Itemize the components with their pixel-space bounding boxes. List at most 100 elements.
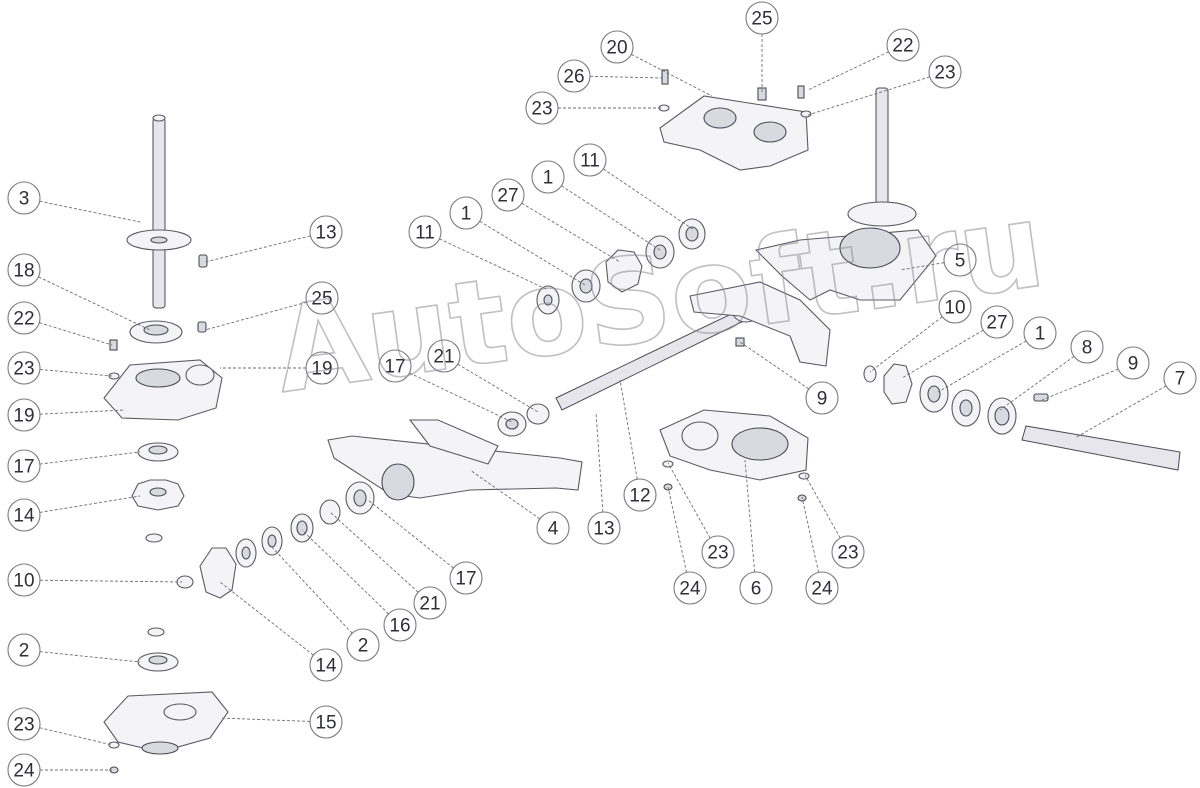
washer-11-b xyxy=(678,218,706,250)
callout-c11a: 11 xyxy=(408,215,442,249)
callout-number: 2 xyxy=(19,641,30,662)
callout-circle xyxy=(309,705,343,739)
callout-circle xyxy=(383,608,417,642)
callout-c2a: 2 xyxy=(7,633,41,667)
leader-line-c10a xyxy=(39,579,183,583)
callout-c3: 3 xyxy=(7,181,41,215)
leader-line-c14a xyxy=(39,495,141,513)
callout-circle xyxy=(7,633,41,667)
callout-circle xyxy=(378,349,412,383)
leader-line-c19a xyxy=(39,409,126,415)
callout-number: 24 xyxy=(679,579,701,600)
callout-number: 12 xyxy=(629,486,650,507)
callout-c23f: 23 xyxy=(831,535,865,569)
callout-circle xyxy=(701,535,735,569)
leader-line-c4 xyxy=(469,469,541,520)
callout-circle xyxy=(573,143,607,177)
callout-circle xyxy=(1163,361,1197,395)
callout-c24b: 24 xyxy=(673,571,707,605)
callout-number: 5 xyxy=(955,251,966,272)
shaft-7 xyxy=(1021,425,1181,471)
leader-line-c7 xyxy=(1074,385,1167,439)
callout-c12: 12 xyxy=(623,478,657,512)
bearing-2-left xyxy=(137,652,179,672)
callout-c8: 8 xyxy=(1070,330,1104,364)
callout-number: 16 xyxy=(389,616,410,637)
callout-circle xyxy=(980,305,1014,339)
leader-line-c15 xyxy=(219,717,311,722)
leader-line-c22b xyxy=(807,51,889,91)
leader-line-c22a xyxy=(39,322,113,346)
ring-10 xyxy=(145,533,194,637)
bearing-17-center xyxy=(497,411,527,437)
callout-circle xyxy=(7,253,41,287)
leader-line-c10b xyxy=(869,316,943,373)
leader-line-c14b xyxy=(219,581,314,656)
callout-number: 21 xyxy=(419,594,440,615)
callout-c23c: 23 xyxy=(525,91,559,125)
callout-c10a: 10 xyxy=(7,563,41,597)
callout-c24c: 24 xyxy=(805,571,839,605)
callout-number: 6 xyxy=(751,579,762,600)
gear-14-left xyxy=(131,479,185,511)
washer-21-center xyxy=(526,403,550,425)
leader-line-c26 xyxy=(589,75,665,79)
callout-number: 14 xyxy=(315,656,337,677)
callout-number: 22 xyxy=(892,36,913,57)
callout-circle xyxy=(449,196,483,230)
callout-number: 17 xyxy=(13,457,34,478)
callout-circle xyxy=(1070,330,1104,364)
callout-circle xyxy=(831,535,865,569)
lower-housing-15 xyxy=(103,691,229,755)
callout-c1a: 1 xyxy=(449,196,483,230)
callout-number: 24 xyxy=(13,761,35,782)
leader-line-c13a xyxy=(204,235,311,263)
leader-line-c9a xyxy=(1041,368,1119,401)
callout-number: 9 xyxy=(817,389,828,410)
callout-number: 13 xyxy=(315,223,336,244)
callout-c16: 16 xyxy=(383,608,417,642)
callout-c18: 18 xyxy=(7,253,41,287)
leader-line-c27b xyxy=(901,329,984,379)
callout-c9b: 9 xyxy=(805,381,839,415)
callout-c5: 5 xyxy=(943,243,977,277)
callout-c27a: 27 xyxy=(491,178,525,212)
callout-c22b: 22 xyxy=(886,28,920,62)
leader-line-c17a xyxy=(39,451,141,465)
leader-line-c21a xyxy=(457,363,539,413)
callout-c7: 7 xyxy=(1163,361,1197,395)
callout-circle xyxy=(408,215,442,249)
callout-circle xyxy=(1023,316,1057,350)
callout-circle xyxy=(739,571,773,605)
gear-27-b xyxy=(883,363,913,405)
shaft-flange xyxy=(126,229,192,251)
callout-circle xyxy=(673,571,707,605)
callout-c27b: 27 xyxy=(980,305,1014,339)
callout-number: 11 xyxy=(415,223,435,244)
leader-line-c9b xyxy=(739,341,810,390)
callout-c25a: 25 xyxy=(305,281,339,315)
callout-circle xyxy=(805,571,839,605)
frame-5 xyxy=(689,227,937,367)
callout-circle xyxy=(600,30,634,64)
callout-c17b: 17 xyxy=(378,349,412,383)
callout-c14a: 14 xyxy=(7,498,41,532)
right-vertical-shaft xyxy=(847,87,917,227)
leader-line-c1c xyxy=(937,340,1027,393)
leader-line-c20 xyxy=(631,53,713,97)
frame-4 xyxy=(327,419,583,501)
gear-14-mid xyxy=(199,547,237,599)
callout-c13a: 13 xyxy=(309,215,343,249)
callout-circle xyxy=(938,290,972,324)
callout-number: 3 xyxy=(19,189,30,210)
leader-line-c27a xyxy=(521,202,621,263)
callout-number: 2 xyxy=(358,636,369,657)
callout-number: 25 xyxy=(311,289,332,310)
callout-number: 14 xyxy=(13,506,35,527)
callout-c23a: 23 xyxy=(7,351,41,385)
leader-line-c6 xyxy=(744,459,756,573)
callout-c21a: 21 xyxy=(427,339,461,373)
callout-circle xyxy=(7,398,41,432)
callout-c17c: 17 xyxy=(449,561,483,595)
